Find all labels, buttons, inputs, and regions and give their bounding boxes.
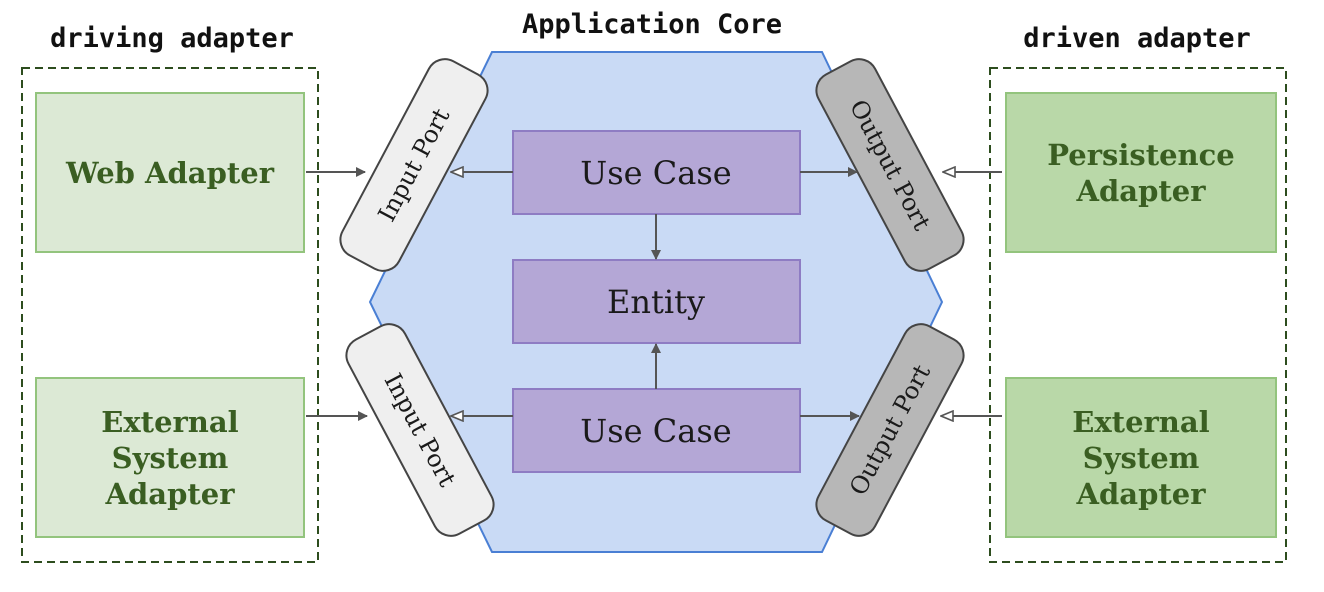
use-case-bottom-box[interactable]: Use Case: [512, 388, 801, 473]
persistence-adapter-line1: Persistence: [1047, 138, 1234, 172]
entity-label: Entity: [607, 283, 705, 321]
web-adapter-box[interactable]: Web Adapter: [35, 92, 305, 253]
external-system-adapter-driven-box[interactable]: External System Adapter: [1005, 377, 1277, 538]
external-adapter-driving-line1: External: [101, 405, 238, 439]
external-adapter-driven-line1: External: [1072, 405, 1209, 439]
use-case-top-box[interactable]: Use Case: [512, 130, 801, 215]
external-system-adapter-driving-box[interactable]: External System Adapter: [35, 377, 305, 538]
external-adapter-driven-line3: Adapter: [1076, 477, 1207, 511]
driven-adapter-group: [989, 67, 1287, 563]
driving-adapter-label: driving adapter: [50, 23, 294, 54]
external-adapter-driving-line3: Adapter: [105, 477, 236, 511]
external-adapter-driven-line2: System: [1083, 441, 1200, 475]
web-adapter-label: Web Adapter: [65, 156, 275, 190]
application-core-label: Application Core: [522, 9, 782, 40]
persistence-adapter-line2: Adapter: [1076, 174, 1207, 208]
driving-adapter-group: [21, 67, 319, 563]
persistence-adapter-box[interactable]: Persistence Adapter: [1005, 92, 1277, 253]
external-adapter-driving-line2: System: [112, 441, 229, 475]
use-case-top-label: Use Case: [580, 154, 731, 192]
entity-box[interactable]: Entity: [512, 259, 801, 344]
driven-adapter-label: driven adapter: [1023, 23, 1251, 54]
use-case-bottom-label: Use Case: [580, 412, 731, 450]
